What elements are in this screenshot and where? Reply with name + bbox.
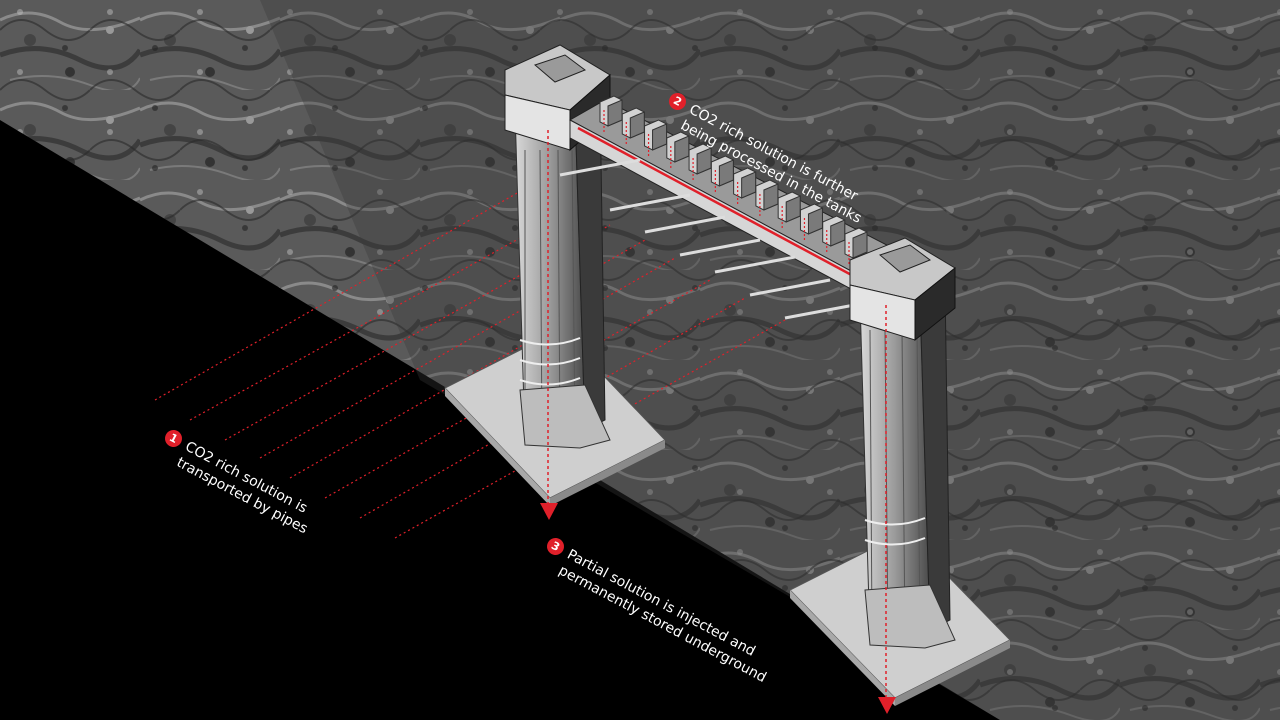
- left-tower: [504, 44, 611, 449]
- tank: [599, 95, 623, 132]
- tank: [777, 191, 801, 228]
- tank: [755, 179, 779, 216]
- injection-arrow-right: [878, 697, 896, 714]
- tank: [688, 143, 712, 180]
- tank: [799, 203, 823, 240]
- processing-tanks: [599, 95, 868, 264]
- right-tower: [849, 237, 956, 649]
- injection-lines: [547, 130, 887, 700]
- tank: [844, 227, 868, 264]
- tank: [644, 119, 668, 156]
- injection-arrow-left: [540, 503, 558, 520]
- tank: [621, 107, 645, 144]
- tank: [710, 155, 734, 192]
